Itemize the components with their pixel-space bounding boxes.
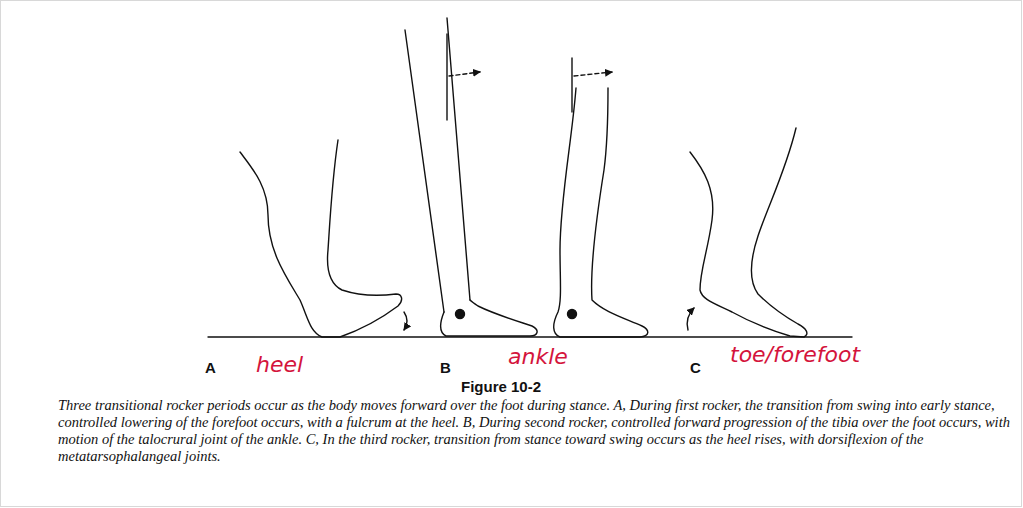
ankle-joint-dot [456, 310, 465, 319]
forefoot-arrow [404, 312, 407, 330]
leg-b-back [405, 30, 444, 312]
vertical-reference-b [446, 34, 447, 120]
handwritten-label: toe/forefoot [730, 342, 860, 367]
foot-b [441, 300, 538, 336]
tibia-arrow-c [574, 72, 612, 76]
ankle-joint-dot [568, 310, 577, 319]
panel-letter: A [205, 359, 216, 376]
panel-letter: C [690, 359, 701, 376]
heel-rise-arrow [687, 308, 694, 330]
panel-letter: B [440, 359, 451, 376]
leg-toe-off [690, 128, 807, 337]
tibia-arrow-b [449, 72, 480, 76]
figure-caption: Three transitional rocker periods occur … [58, 397, 1013, 465]
handwritten-label: ankle [508, 344, 568, 369]
leg-b-front [447, 18, 470, 300]
vertical-reference-c [571, 58, 572, 112]
handwritten-label: heel [256, 352, 303, 377]
leg-a [240, 140, 402, 337]
figure-title: Figure 10-2 [461, 378, 541, 395]
leg-c [554, 88, 648, 337]
